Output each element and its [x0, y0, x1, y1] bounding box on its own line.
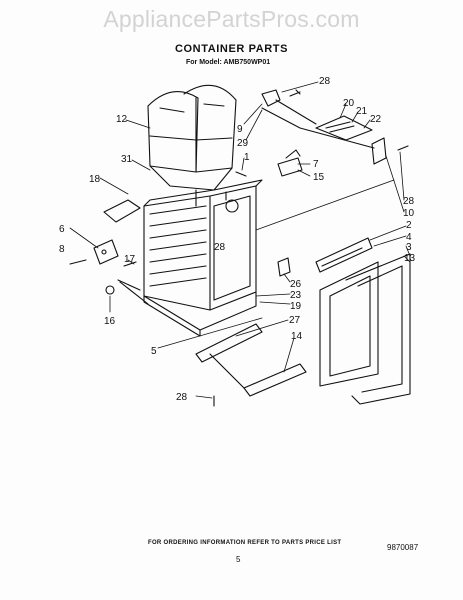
part-label: 27 [289, 315, 301, 326]
part-label: 4 [406, 232, 412, 243]
left-side-parts-drawing [69, 199, 149, 305]
part-label: 28 [319, 76, 331, 87]
part-label: 31 [121, 154, 133, 165]
part-label: 29 [237, 138, 249, 149]
model-subtitle: For Model: AMB750WP01 [186, 59, 271, 66]
page-title: CONTAINER PARTS [174, 43, 289, 55]
watermark: AppliancePartsPros.com [103, 6, 360, 32]
part-label: 20 [343, 98, 355, 109]
part-label: 18 [89, 174, 101, 185]
door-panels-drawing [319, 253, 411, 405]
part-label: 23 [290, 290, 302, 301]
cabinet-body-drawing [143, 179, 263, 337]
part-label: 26 [290, 279, 302, 290]
part-label: 15 [313, 172, 325, 183]
part-callouts: 28 20 21 22 12 9 29 31 1 7 15 18 28 10 2… [59, 76, 416, 403]
part-label: 17 [124, 254, 136, 265]
part-label: 12 [116, 114, 128, 125]
part-label: 9 [237, 124, 243, 135]
part-label: 8 [59, 244, 65, 255]
part-label: 28 [214, 242, 226, 253]
part-label: 1 [244, 152, 250, 163]
part-label: 7 [313, 159, 319, 170]
part-label: 5 [151, 346, 157, 357]
ordering-info-note: FOR ORDERING INFORMATION REFER TO PARTS … [148, 540, 342, 546]
part-label: 28 [176, 392, 188, 403]
document-number: 9870087 [387, 543, 419, 552]
base-parts-drawing [117, 279, 307, 407]
part-label: 3 [406, 242, 412, 253]
part-label: 19 [290, 301, 302, 312]
bracket-drawing [235, 149, 303, 177]
part-label: 16 [104, 316, 116, 327]
part-label: 28 [403, 196, 415, 207]
leader-lines [69, 81, 411, 399]
part-label: 14 [291, 331, 303, 342]
part-label: 13 [404, 253, 416, 264]
part-label: 22 [370, 114, 382, 125]
right-side-parts-drawing [277, 237, 373, 277]
part-label: 2 [406, 220, 412, 231]
part-label: 10 [403, 208, 415, 219]
part-label: 6 [59, 224, 65, 235]
container-liner-drawing [147, 84, 237, 191]
part-label: 21 [356, 106, 368, 117]
page-number: 5 [236, 555, 241, 564]
hinge-hardware-drawing [261, 89, 409, 165]
